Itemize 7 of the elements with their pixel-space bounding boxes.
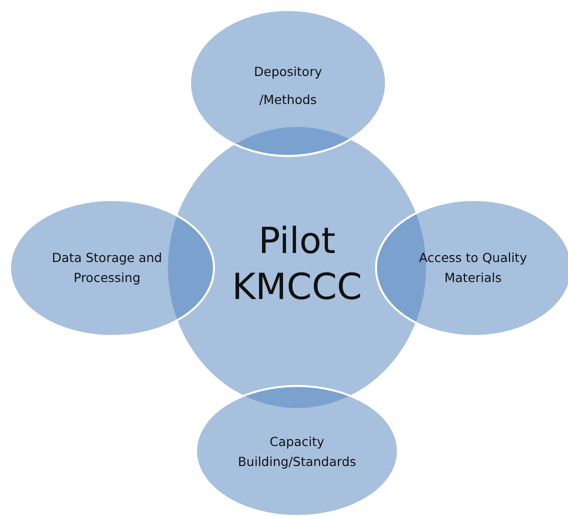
topic-ellipse xyxy=(190,10,386,156)
topic-label: Access to Quality Materials xyxy=(418,249,528,287)
topic-label: Capacity Building/Standards xyxy=(236,433,358,471)
topic-label: Data Storage and Processing xyxy=(50,249,164,287)
topic-label: Depository /Methods xyxy=(253,63,323,109)
topic-ellipse xyxy=(10,200,214,336)
title-text: Pilot KMCCC xyxy=(230,220,364,310)
